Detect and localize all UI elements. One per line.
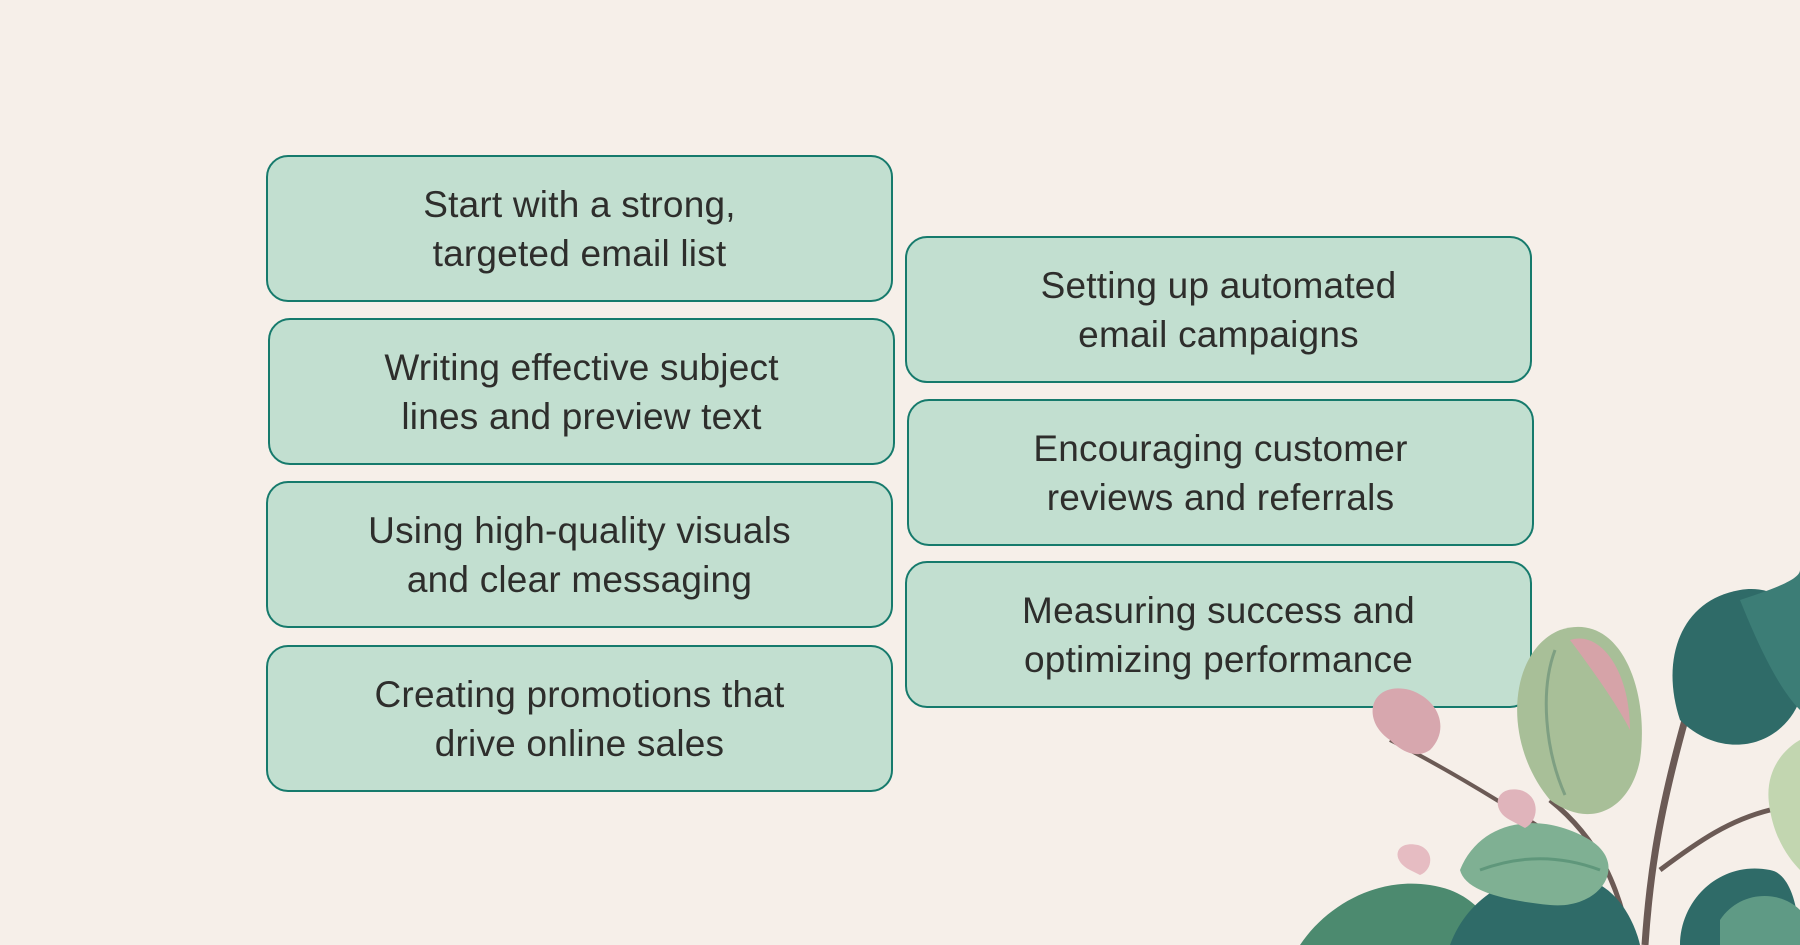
- tip-card-measuring-success: Measuring success and optimizing perform…: [905, 561, 1532, 708]
- tip-card-promotions: Creating promotions that drive online sa…: [266, 645, 893, 792]
- tip-card-text: Measuring success and optimizing perform…: [1022, 589, 1415, 680]
- leaf-plant-illustration: [1300, 570, 1800, 945]
- tip-card-text: Encouraging customer reviews and referra…: [1033, 427, 1408, 518]
- tip-card-text: Start with a strong, targeted email list: [423, 183, 736, 274]
- tip-card-automated-campaigns: Setting up automated email campaigns: [905, 236, 1532, 383]
- tip-card-visuals-messaging: Using high-quality visuals and clear mes…: [266, 481, 893, 628]
- tip-card-text: Creating promotions that drive online sa…: [374, 673, 785, 764]
- tip-card-text: Setting up automated email campaigns: [1040, 264, 1397, 355]
- tip-card-text: Using high-quality visuals and clear mes…: [368, 509, 791, 600]
- tip-card-reviews-referrals: Encouraging customer reviews and referra…: [907, 399, 1534, 546]
- tip-card-subject-lines: Writing effective subject lines and prev…: [268, 318, 895, 465]
- tip-card-text: Writing effective subject lines and prev…: [384, 346, 779, 437]
- tip-card-strong-email-list: Start with a strong, targeted email list: [266, 155, 893, 302]
